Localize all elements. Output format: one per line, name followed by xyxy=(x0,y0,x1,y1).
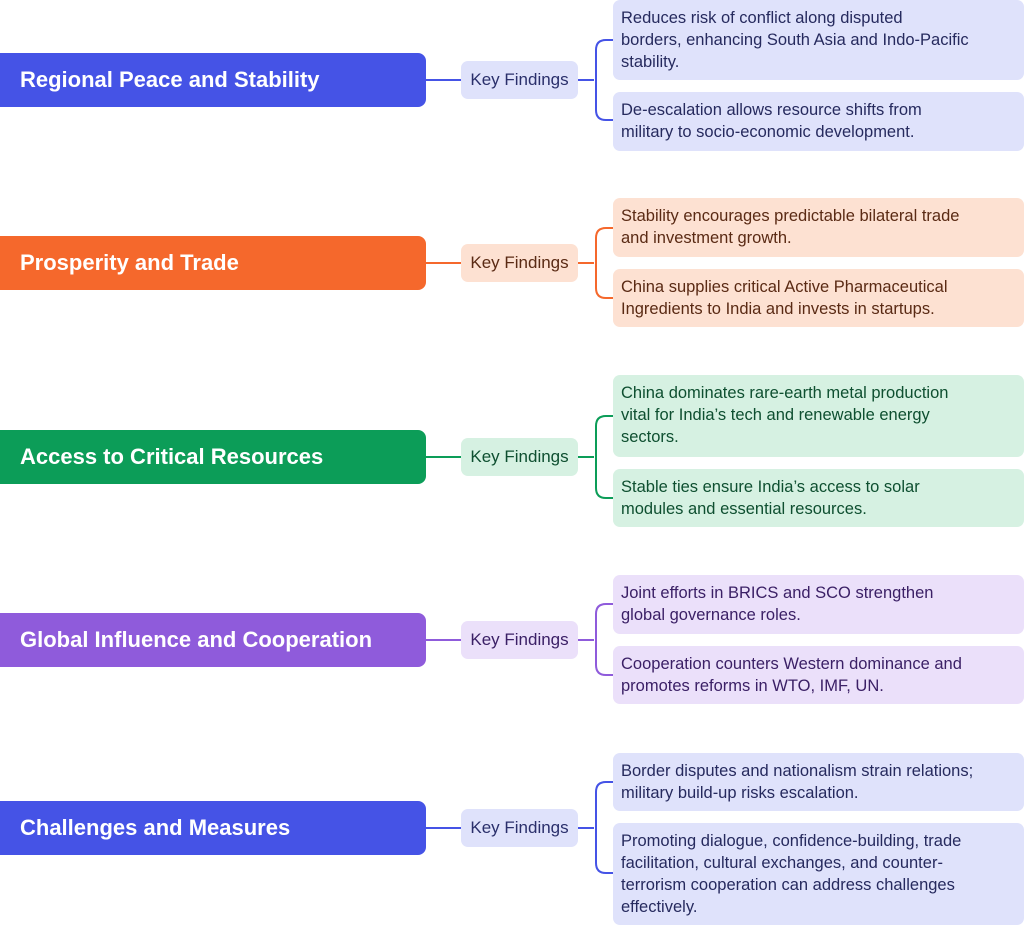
branch-title: Access to Critical Resources xyxy=(0,430,426,484)
finding-card: Stability encourages predictable bilater… xyxy=(613,198,1024,257)
finding-card: Joint efforts in BRICS and SCO strengthe… xyxy=(613,575,1024,634)
finding-card: Stable ties ensure India’s access to sol… xyxy=(613,469,1024,527)
key-findings-label: Key Findings xyxy=(461,61,578,99)
branch-title: Prosperity and Trade xyxy=(0,236,426,290)
key-findings-label: Key Findings xyxy=(461,438,578,476)
key-findings-label: Key Findings xyxy=(461,809,578,847)
key-findings-label: Key Findings xyxy=(461,244,578,282)
finding-card: Cooperation counters Western dominance a… xyxy=(613,646,1024,704)
finding-card: Promoting dialogue, confidence-building,… xyxy=(613,823,1024,925)
branch-title: Regional Peace and Stability xyxy=(0,53,426,107)
branch-title: Global Influence and Cooperation xyxy=(0,613,426,667)
finding-card: China dominates rare-earth metal product… xyxy=(613,375,1024,457)
branch-title: Challenges and Measures xyxy=(0,801,426,855)
finding-card: Border disputes and nationalism strain r… xyxy=(613,753,1024,811)
finding-card: De-escalation allows resource shifts fro… xyxy=(613,92,1024,151)
key-findings-label: Key Findings xyxy=(461,621,578,659)
finding-card: Reduces risk of conflict along disputed … xyxy=(613,0,1024,80)
finding-card: China supplies critical Active Pharmaceu… xyxy=(613,269,1024,327)
